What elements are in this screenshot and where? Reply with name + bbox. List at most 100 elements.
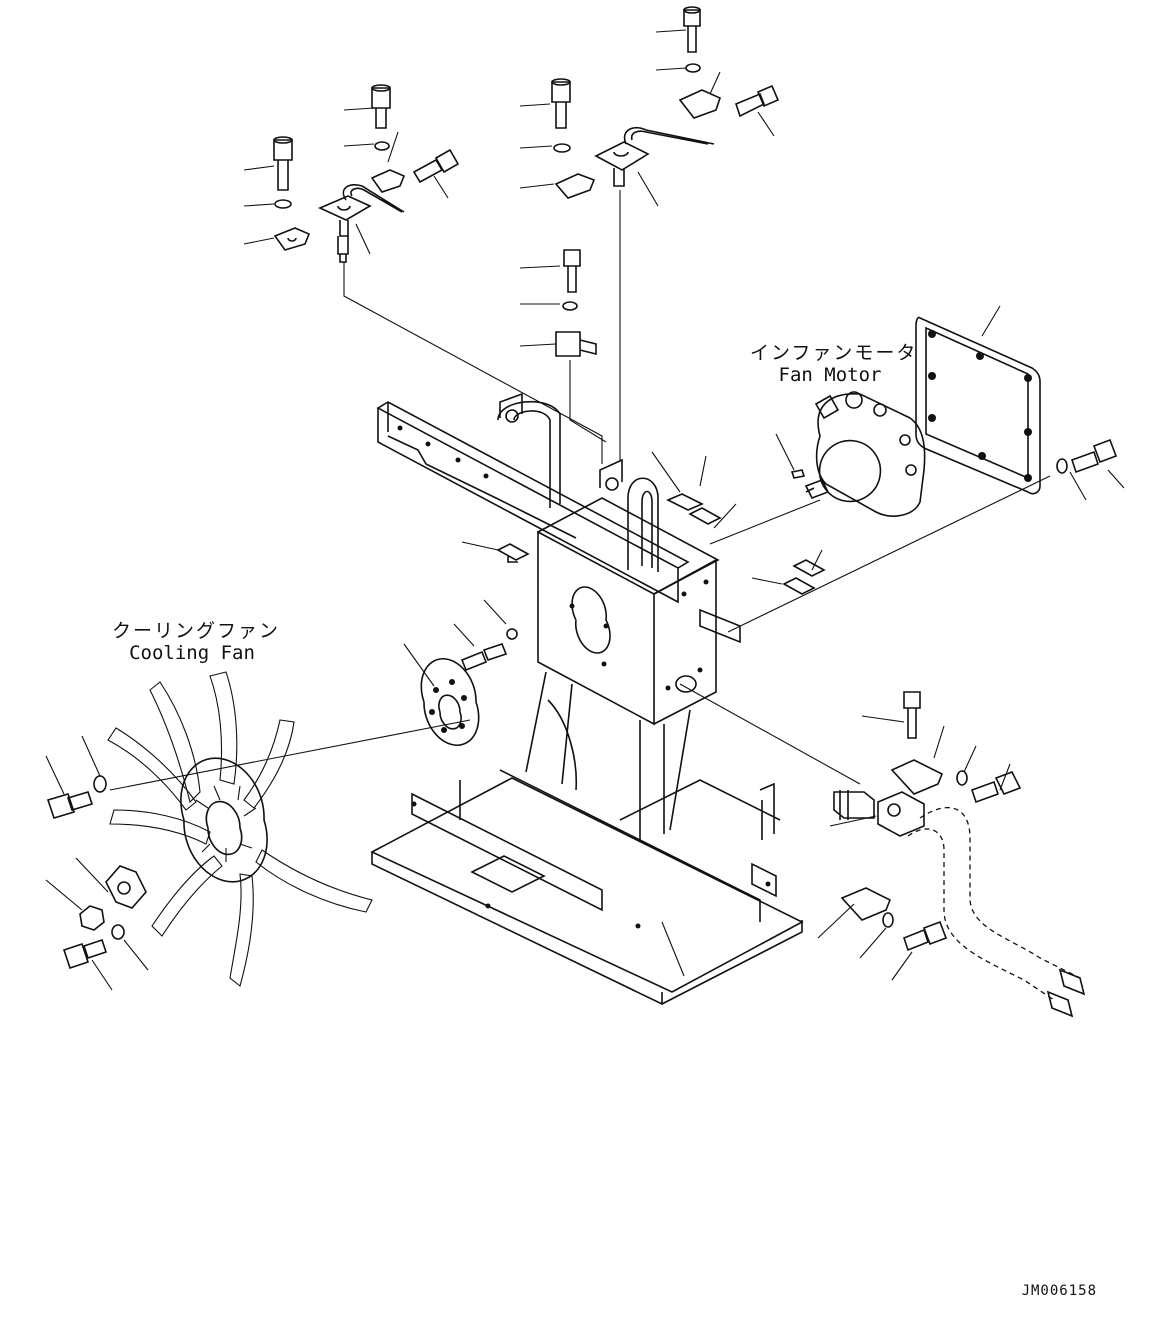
clamp-fitting	[337, 236, 349, 263]
spacer-plate	[105, 865, 147, 909]
bolt	[903, 920, 948, 952]
clamp-assembly-left	[243, 84, 460, 263]
clamp-half	[370, 169, 406, 193]
fan-blade	[229, 873, 254, 987]
clamp-assembly-middle	[519, 6, 780, 207]
fan-hub	[403, 643, 480, 746]
clip	[555, 331, 597, 357]
hose-clamp-assembly	[817, 691, 1086, 1018]
crossbeam-holes	[397, 425, 489, 479]
fan-blade	[209, 671, 238, 785]
fan-motor-key	[790, 469, 806, 479]
leader-line	[243, 107, 449, 255]
crossbeam-lower-flange	[387, 435, 577, 539]
clamp-pipe	[342, 184, 405, 213]
clip	[782, 559, 826, 595]
clamp-half	[273, 227, 311, 251]
bolt	[683, 6, 701, 53]
clamp-half	[890, 759, 944, 795]
clamp-half	[840, 887, 892, 921]
bolt	[273, 136, 293, 191]
fan-motor-label-jp: インファンモータ	[750, 342, 918, 364]
base-plate	[370, 777, 804, 1006]
fan-motor-body	[815, 393, 926, 517]
drawing-code: JM006158	[1021, 1283, 1097, 1299]
clamp-plate	[318, 195, 372, 237]
leader-line	[519, 265, 561, 347]
leader-line	[45, 735, 149, 991]
fan-blade	[149, 681, 201, 804]
base-holes	[411, 801, 771, 929]
cover-plate	[915, 305, 1125, 501]
assembly-line	[109, 475, 1051, 791]
fan-blade	[243, 719, 295, 809]
mount-lug-left	[499, 392, 523, 423]
hose-fitting	[833, 790, 875, 820]
column-box	[537, 530, 717, 726]
fan-hub-ribs	[195, 785, 257, 862]
u-pipe-left	[497, 400, 561, 508]
fan-motor-ports	[814, 391, 917, 476]
base-bracket-right	[751, 782, 777, 898]
clamp-half	[678, 89, 721, 119]
leader-line	[661, 921, 685, 977]
hose-port	[675, 675, 697, 693]
column-top	[537, 497, 720, 595]
column-holes	[569, 579, 709, 691]
side-flange	[699, 608, 741, 644]
leader-line	[775, 433, 795, 471]
leader-line	[817, 715, 1011, 981]
fan-mounting-hardware	[45, 735, 149, 991]
bolt	[551, 78, 571, 129]
cooling-fan-label: クーリングファン Cooling Fan	[112, 620, 281, 664]
base-cutout	[470, 855, 546, 893]
motor-opening	[571, 586, 611, 654]
fan-bracket-frame	[370, 392, 804, 1006]
washer	[274, 199, 292, 209]
bolt	[970, 770, 1022, 804]
bolt	[371, 84, 391, 129]
hose-block	[877, 791, 925, 837]
assembly-line	[343, 190, 621, 464]
bolt	[412, 148, 460, 184]
neck-gusset	[525, 671, 691, 840]
fan-motor-housing	[818, 439, 882, 503]
washer	[1056, 458, 1068, 474]
washer	[93, 775, 107, 793]
leader-line	[981, 305, 1125, 501]
fan-hub-bore	[438, 694, 462, 730]
washer	[506, 628, 518, 640]
bolt	[903, 691, 921, 739]
washer	[956, 770, 968, 786]
washer	[882, 912, 894, 928]
leader-line	[403, 643, 435, 687]
mount-lug-right	[599, 458, 623, 491]
bolt	[563, 249, 581, 293]
fan-hub-body	[420, 658, 480, 746]
leader-line	[453, 451, 823, 647]
clamp-half	[554, 173, 596, 199]
bolt	[46, 791, 94, 819]
fan-center-hub	[180, 757, 268, 883]
washer	[685, 63, 701, 73]
cooling-fan-label-jp: クーリングファン	[112, 620, 281, 642]
washer	[553, 143, 571, 153]
clamp-plate	[594, 141, 650, 187]
bolt	[1070, 438, 1118, 474]
washer	[111, 924, 125, 940]
clip	[666, 493, 722, 525]
fan-motor-label-en: Fan Motor	[778, 364, 882, 386]
fan-blade	[255, 849, 373, 913]
base-rails	[411, 769, 781, 922]
bolt	[735, 84, 780, 118]
washer	[374, 141, 390, 151]
fan-motor	[775, 391, 926, 517]
hose-end-fitting	[1046, 968, 1086, 1018]
fan-motor-shaft	[804, 478, 830, 500]
fan-blade	[151, 855, 223, 937]
hose-phantom	[907, 807, 1081, 1001]
cooling-fan-label-en: Cooling Fan	[129, 642, 255, 664]
fan-blade	[109, 809, 211, 845]
nut	[79, 905, 105, 931]
